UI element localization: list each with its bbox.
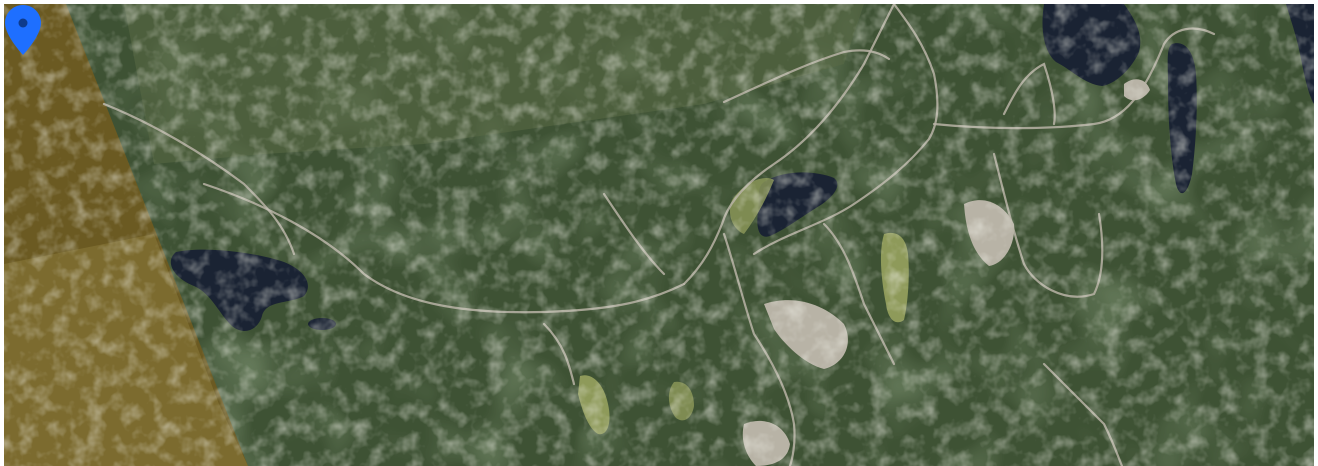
terrain-texture: [4, 4, 1314, 466]
satellite-map[interactable]: [4, 4, 1314, 466]
map-pin-icon[interactable]: [4, 4, 42, 56]
map-terrain: [4, 4, 1314, 466]
